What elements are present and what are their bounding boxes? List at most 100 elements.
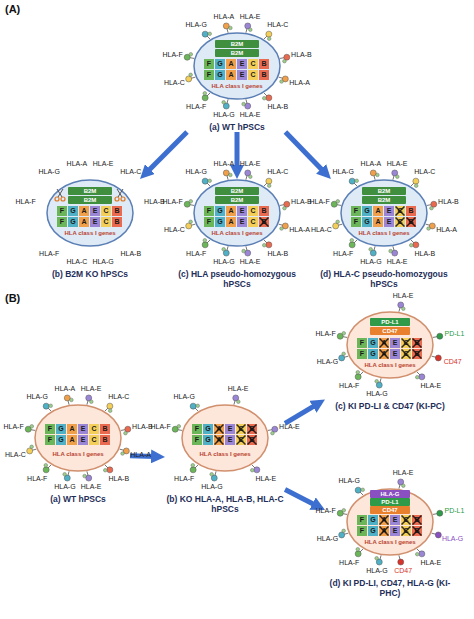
molecule-head — [64, 395, 70, 401]
b2m-subunit — [44, 463, 48, 467]
molecule-head — [245, 250, 251, 256]
gene-letter: F — [207, 207, 211, 214]
molecule-head — [245, 103, 251, 109]
cross-stroke — [380, 339, 389, 348]
b2m-subunit — [336, 220, 340, 224]
gene-letter: A — [69, 425, 74, 432]
bar-label: B2M — [84, 197, 97, 203]
gene-letter: G — [70, 207, 75, 214]
knockout-cross — [412, 338, 422, 348]
scissors-ring — [61, 197, 65, 201]
molecule-label: HLA-A — [214, 160, 235, 168]
b2m-subunit — [280, 80, 284, 84]
b2m-subunit — [189, 199, 193, 203]
gene-bar: B2M — [215, 49, 259, 57]
gene-letter: G — [58, 436, 63, 443]
molecule-label: HLA-F — [339, 559, 359, 567]
gene-box: A — [214, 424, 224, 434]
gene-letter: C — [103, 207, 108, 214]
molecule-label: HLA-F — [333, 250, 353, 258]
gene-box: F — [357, 349, 367, 359]
molecule-head — [339, 532, 345, 538]
gene-letter: E — [93, 207, 98, 214]
bar-label: PD-L1 — [381, 319, 398, 325]
gene-letter: A — [69, 436, 74, 443]
b2m-subunit — [208, 179, 212, 183]
gene-box: G — [215, 206, 225, 216]
gene-letter: C — [250, 71, 255, 78]
cross-stroke — [402, 350, 411, 359]
molecule-head — [355, 374, 361, 380]
cell-caption: (d) KI PD-LI, CD47, HLA-G (KI-PHC) — [325, 578, 455, 598]
gene-bar: B2M — [215, 40, 259, 48]
cross-stroke — [407, 218, 416, 227]
cross-stroke — [402, 516, 411, 525]
genes-caption: HLA class I genes — [193, 229, 281, 237]
b2m-subunit — [361, 488, 365, 492]
b2m-subunit — [177, 424, 181, 428]
knockout-cross — [401, 338, 411, 348]
molecule-label: HLA-B — [132, 423, 153, 431]
gene-box: G — [215, 217, 225, 227]
cell-body: HLA class I genesPD-L1CD47FGAECBFGAECB — [346, 311, 434, 379]
molecule-label: HLA-A — [289, 226, 310, 234]
gene-box: G — [68, 206, 78, 216]
molecule-label: HLA-G — [213, 111, 234, 119]
cell-caption: (d) HLA-C pseudo-homozygous hPSCs — [319, 269, 449, 289]
molecule-label: HLA-E — [420, 382, 441, 390]
gene-box: G — [368, 338, 378, 348]
b2m-subunit — [402, 484, 406, 488]
cross-stroke — [260, 218, 269, 227]
gene-letter: G — [364, 218, 369, 225]
b2m-subunit — [396, 175, 400, 179]
knockout-cross — [214, 435, 224, 445]
gene-row: FGAECB — [357, 515, 422, 525]
gene-box: A — [373, 206, 383, 216]
b2m-subunit — [242, 102, 246, 106]
molecule-head — [413, 178, 419, 184]
flow-arrow — [285, 405, 316, 424]
gene-box: B — [259, 217, 269, 227]
b2m-subunit — [350, 238, 354, 242]
b2m-subunit — [415, 552, 419, 556]
molecule-label: HLA-F — [39, 250, 59, 258]
gene-letter: F — [60, 218, 64, 225]
b2m-subunit — [196, 404, 200, 408]
bar-label: PD-L1 — [381, 499, 398, 505]
molecule-label: HLA-F — [150, 423, 170, 431]
gene-letter: G — [58, 425, 63, 432]
molecule-label: HLA-A — [214, 13, 235, 21]
cell-node: HLA class I genesFGAECBFGAECB(b) KO HLA-… — [165, 404, 285, 514]
cell-node: HLA class I genesFGAECBFGAECB(a) WT hPSC… — [26, 404, 130, 504]
b2m-subunit — [283, 206, 287, 210]
genes-caption: HLA class I genes — [181, 450, 269, 458]
gene-box: G — [203, 424, 213, 434]
gene-letter: E — [393, 339, 398, 346]
gene-box: E — [237, 217, 247, 227]
molecule-head — [355, 487, 361, 493]
b2m-subunit — [280, 227, 284, 231]
cell-membrane — [194, 180, 280, 246]
molecule-label: HLA-E — [93, 160, 114, 168]
bar-label: B2M — [231, 188, 244, 194]
cell-membrane — [182, 405, 268, 471]
cross-stroke — [413, 339, 422, 348]
molecule-label: HLA-E — [279, 423, 300, 431]
molecule-label: HLA-F — [315, 330, 335, 338]
gene-bar: HLA-G — [370, 490, 410, 498]
b2m-subunit — [191, 463, 195, 467]
knockout-cross — [395, 206, 405, 216]
b2m-subunit — [242, 249, 246, 253]
molecule-label: HLA-G — [92, 258, 113, 266]
molecule-label: HLA-A — [289, 79, 310, 87]
cross-stroke — [402, 516, 411, 525]
gene-letter: E — [240, 218, 245, 225]
gene-box: F — [192, 424, 202, 434]
molecule-head — [392, 250, 398, 256]
gene-box: B — [412, 526, 422, 536]
knockout-cross — [412, 526, 422, 536]
gene-box: B — [259, 206, 269, 216]
scissors-ring — [121, 197, 125, 201]
molecule-label: HLA-E — [393, 292, 414, 300]
gene-box: B — [112, 206, 122, 216]
